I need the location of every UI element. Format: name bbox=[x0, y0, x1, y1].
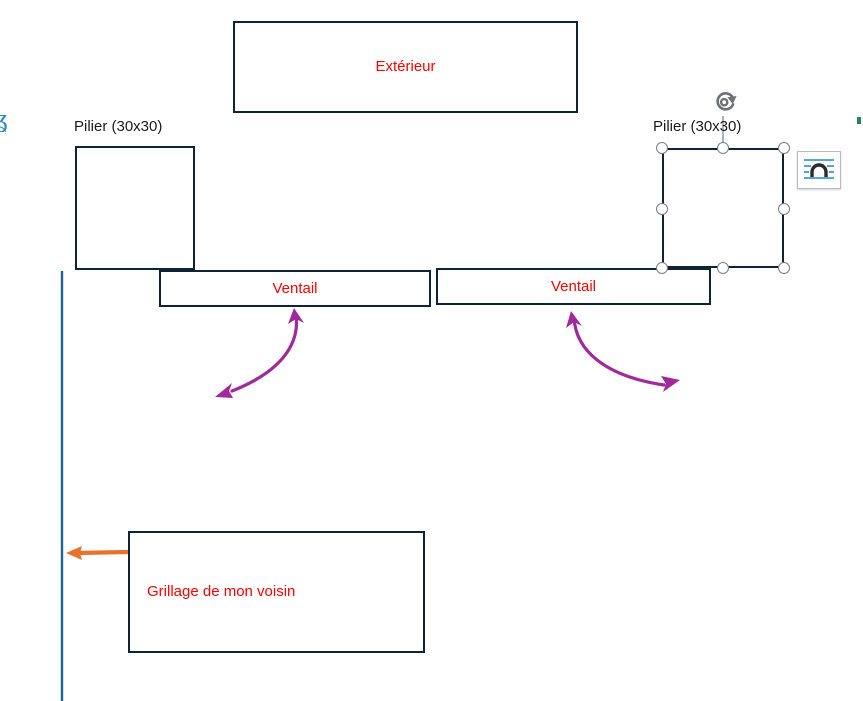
shape-label-ventail-right: Ventail bbox=[550, 277, 597, 295]
orange-arrow[interactable] bbox=[66, 546, 129, 560]
handle-middle-left[interactable] bbox=[656, 203, 668, 215]
handle-top-right[interactable] bbox=[778, 142, 790, 154]
shape-label-ventail-left: Ventail bbox=[272, 279, 318, 297]
partial-glyph-icon: ʓ bbox=[0, 106, 8, 132]
handle-bottom-right[interactable] bbox=[778, 262, 790, 274]
shape-exterieur[interactable]: Extérieur bbox=[233, 21, 578, 113]
rotate-arrowhead bbox=[727, 96, 737, 104]
label-pilier-left: Pilier (30x30) bbox=[74, 118, 163, 135]
handle-top-center[interactable] bbox=[717, 142, 729, 154]
shape-grillage[interactable]: Grillage de mon voisin bbox=[128, 531, 425, 653]
handle-bottom-left[interactable] bbox=[656, 262, 668, 274]
layout-options-icon bbox=[804, 159, 834, 179]
handle-middle-right[interactable] bbox=[778, 203, 790, 215]
purple-arrow-left[interactable] bbox=[215, 308, 304, 398]
shape-ventail-left[interactable]: Ventail bbox=[159, 270, 431, 307]
layout-options-button[interactable] bbox=[797, 151, 841, 189]
shape-label-exterieur: Extérieur bbox=[375, 58, 436, 75]
shape-pilier-left[interactable] bbox=[75, 146, 195, 270]
rotate-handle[interactable] bbox=[710, 88, 740, 118]
shape-pilier-right[interactable] bbox=[662, 148, 784, 268]
rotate-icon bbox=[716, 92, 735, 111]
shape-label-grillage: Grillage de mon voisin bbox=[147, 583, 296, 600]
purple-arrow-right[interactable] bbox=[566, 311, 680, 392]
handle-bottom-center[interactable] bbox=[717, 262, 729, 274]
handle-top-left[interactable] bbox=[656, 142, 668, 154]
green-marker-icon bbox=[857, 117, 861, 124]
shape-ventail-right[interactable]: Ventail bbox=[436, 268, 711, 305]
label-pilier-right: Pilier (30x30) bbox=[653, 118, 742, 135]
